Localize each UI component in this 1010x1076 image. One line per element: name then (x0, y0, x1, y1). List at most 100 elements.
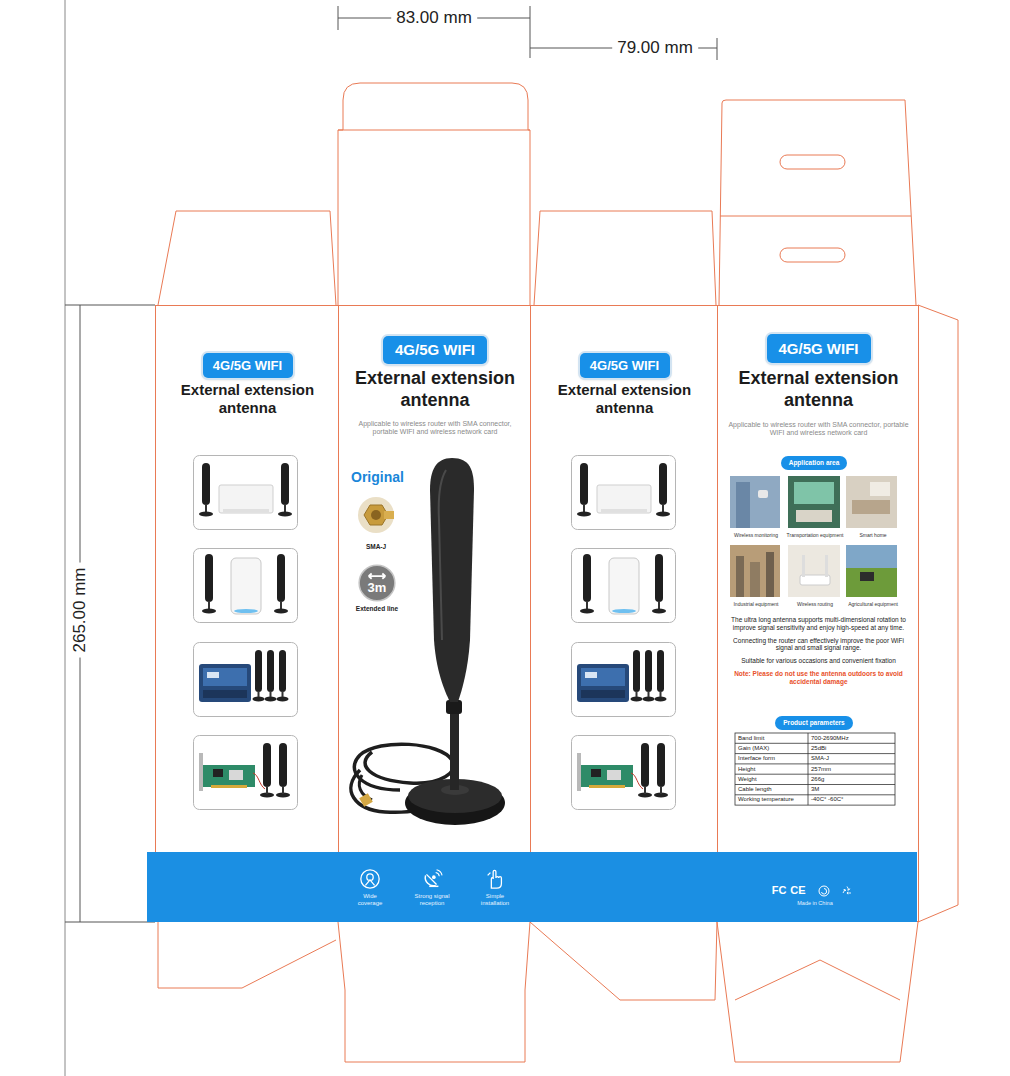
photo-caption: Transportation equipment (786, 532, 844, 538)
feature-icon (819, 886, 829, 896)
application-photos (802, 555, 805, 577)
badge-text: 4G/5G WIFI (395, 341, 475, 359)
sma-connector-icon (358, 497, 394, 533)
usage-note: Applicable to wireless router with SMA c… (726, 421, 911, 438)
table-cell: 700-2690MHz (811, 735, 849, 742)
application-photos (846, 476, 897, 528)
cable-length-badge: 3m (358, 564, 396, 602)
photo-caption: Wireless monitoring (727, 532, 785, 538)
product-photos (572, 736, 676, 810)
application-photos (852, 500, 890, 514)
dieline (717, 922, 918, 1062)
application-photos (766, 552, 774, 597)
dimension-lines (530, 6, 531, 58)
panel-heading: External extension antenna (537, 381, 712, 417)
dimension-lines (65, 305, 155, 306)
application-photos (730, 545, 780, 597)
feature-paragraph: The ultra long antenna supports multi-di… (730, 616, 907, 632)
title-badge: 4G/5G WIFI (580, 353, 670, 378)
parameter-table (735, 733, 895, 805)
dieline (780, 248, 845, 262)
application-photos (825, 555, 828, 577)
photo-caption: Wireless routing (786, 601, 844, 607)
dieline (780, 155, 845, 169)
panel-heading: External extension antenna (345, 368, 525, 411)
parameter-table (808, 733, 809, 805)
badge-text: 4G/5G WIFI (590, 358, 659, 374)
photo-caption: Agricultural equipment (844, 601, 902, 607)
front-panel: External extension antennaApplicable to … (338, 305, 531, 922)
badge-text: 4G/5G WIFI (778, 340, 858, 358)
table-cell: Height (738, 766, 755, 773)
dimension-label: 79.00 mm (612, 38, 698, 58)
dimension-label: 265.00 mm (70, 562, 90, 657)
product-photos (194, 736, 298, 810)
feature-paragraph: Suitable for various occasions and conve… (730, 657, 907, 665)
dieline (530, 922, 717, 1000)
dimension-label: 83.00 mm (391, 8, 477, 28)
dimension-lines (65, 0, 66, 1076)
product-photos (194, 643, 298, 717)
application-photos (736, 556, 744, 597)
table-cell: 25dBi (811, 745, 826, 752)
table-cell: 257mm (811, 766, 831, 773)
warning-note: Note: Please do not use the antenna outd… (730, 670, 907, 686)
table-cell: Weight (738, 776, 757, 783)
side-panel: External extension antenna 4G/5G WIFI (155, 305, 339, 922)
table-cell: 266g (811, 776, 824, 783)
application-photos (730, 476, 780, 528)
table-cell: Working temperature (738, 796, 794, 803)
photo-caption: Smart home (844, 532, 902, 538)
back-panel: External extension antennaApplicable to … (717, 305, 919, 922)
table-cell: Gain (MAX) (738, 745, 769, 752)
title-badge: 4G/5G WIFI (203, 353, 293, 378)
parameter-table (735, 733, 895, 805)
feature-caption: Wide coverage (352, 893, 388, 907)
dieline (720, 216, 911, 217)
panel-heading: External extension antenna (726, 368, 911, 411)
application-photos (736, 482, 750, 528)
application-photos (794, 482, 834, 504)
product-photos (572, 456, 676, 530)
dieline (158, 211, 336, 305)
application-photos (758, 490, 768, 498)
dieline (735, 960, 900, 1000)
product-photos (194, 456, 676, 810)
application-photos (788, 545, 840, 597)
feature-paragraph: Connecting the router can effectively im… (730, 637, 907, 653)
original-mark: Original (351, 469, 431, 486)
title-badge: 4G/5G WIFI (383, 336, 487, 364)
table-cell: 3M (811, 786, 819, 793)
certification-mark: CE (790, 884, 805, 897)
pill-text: Product parameters (783, 719, 844, 727)
dieline (338, 130, 530, 131)
dieline (338, 83, 530, 305)
application-photos (750, 562, 760, 597)
application-photos (846, 568, 897, 597)
dieline (158, 922, 336, 988)
product-photos (194, 456, 298, 530)
application-photos (870, 482, 890, 496)
certification-mark: FC (772, 884, 787, 897)
feature-icon (425, 870, 442, 887)
table-cell: -40C° -60C° (811, 796, 843, 803)
pill-text: Application area (789, 459, 840, 467)
badge-text: 4G/5G WIFI (213, 358, 282, 374)
antenna-illustration (446, 700, 462, 714)
sma-connector-icon (384, 511, 394, 519)
badge-text: 3m (368, 580, 387, 596)
dimension-lines (717, 38, 718, 60)
dieline (918, 305, 958, 922)
origin-mark: Made in China (780, 900, 850, 907)
parameter-table (735, 743, 895, 795)
title-badge: 4G/5G WIFI (767, 334, 871, 363)
application-photos (788, 476, 840, 528)
application-photos (796, 510, 832, 522)
application-photos (846, 545, 897, 597)
panel-heading: External extension antenna (162, 381, 333, 417)
table-cell: Interface form (738, 755, 775, 762)
dieline (719, 100, 916, 305)
section-pill: Application area (781, 456, 848, 470)
antenna-illustration (359, 793, 373, 807)
feature-icon (843, 887, 851, 895)
